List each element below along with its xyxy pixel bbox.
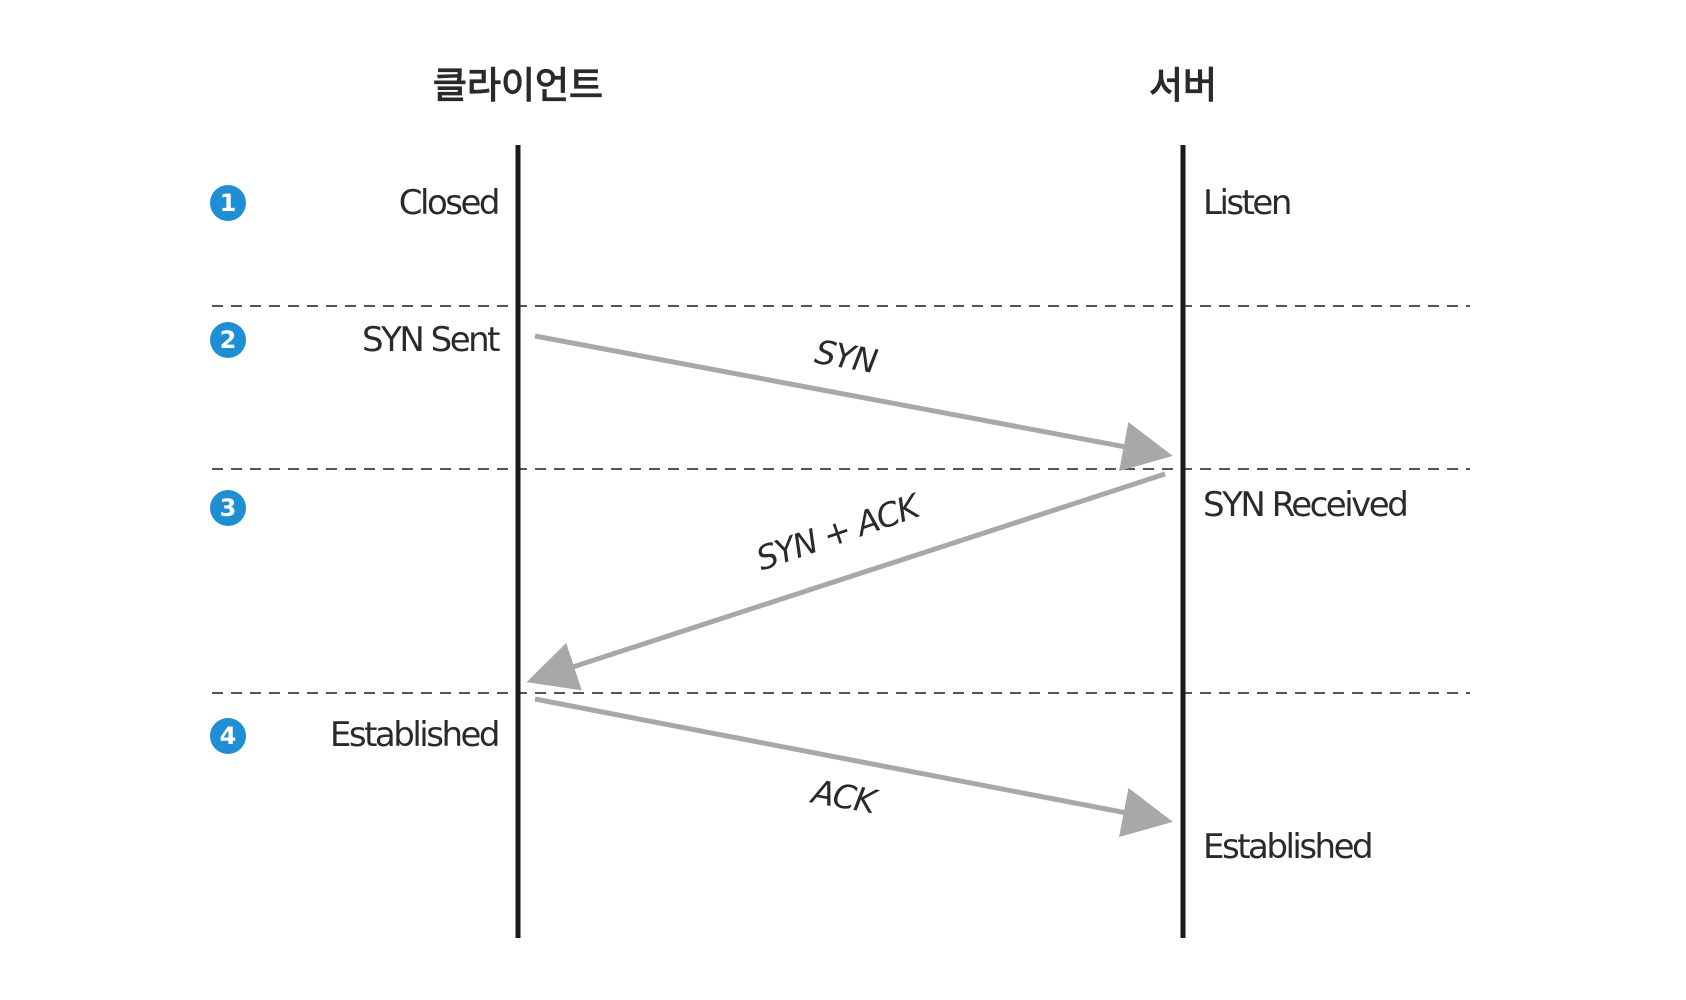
syn-message-label: SYN — [812, 331, 880, 382]
ack-message-label: ACK — [809, 771, 878, 822]
server-state-listen: Listen — [1203, 183, 1292, 223]
client-state-established: Established — [329, 715, 501, 755]
syn-arrow — [534, 333, 1173, 472]
client-state-syn-sent: SYN Sent — [362, 320, 500, 360]
server-title: 서버 — [1148, 64, 1218, 107]
step-3-badge: 3 — [210, 490, 246, 526]
server-state-syn-received: SYN Received — [1203, 485, 1409, 525]
ack-arrow — [534, 696, 1173, 837]
client-title: 클라이언트 — [432, 64, 604, 107]
step-2-badge: 2 — [210, 322, 246, 358]
client-state-closed: Closed — [398, 183, 501, 223]
step-1-badge: 1 — [210, 185, 246, 221]
server-state-established: Established — [1203, 827, 1374, 867]
step-4-badge: 4 — [210, 718, 246, 754]
syn-ack-arrow — [526, 471, 1166, 691]
